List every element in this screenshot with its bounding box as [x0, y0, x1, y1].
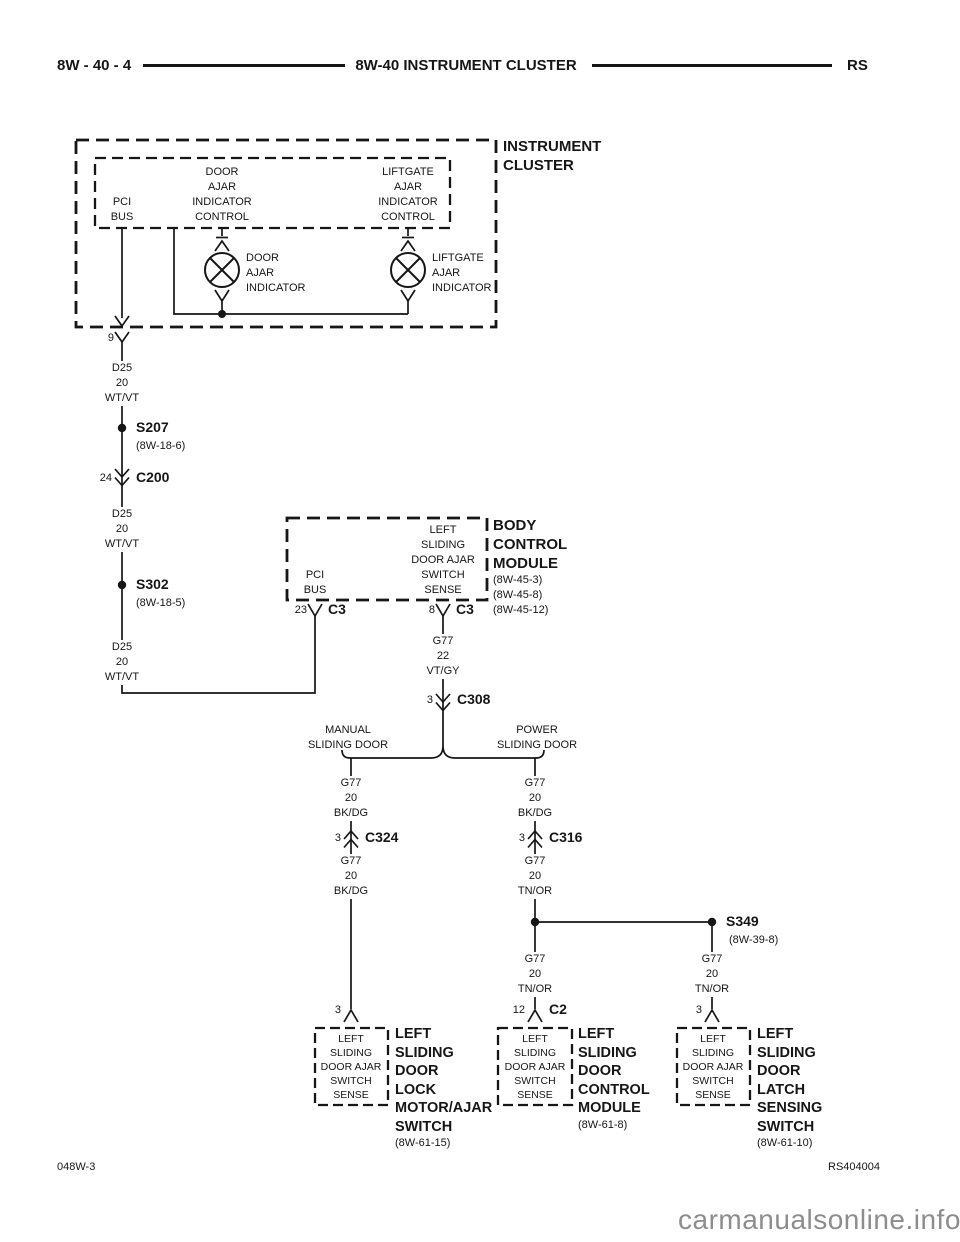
pin-3-c308: 3 [426, 694, 433, 706]
wire-label-g77-manual-upper: G77 20 BK/DG [330, 776, 372, 821]
wire-label-d25-lower: D25 20 WT/VT [101, 640, 143, 685]
door-ajar-indicator-control-label: DOOR AJAR INDICATOR CONTROL [192, 166, 252, 223]
wire-label-g77-power-mid: G77 20 TN/OR [514, 854, 556, 899]
bcm-sense-label: LEFT SLIDING DOOR AJAR SWITCH SENSE [411, 524, 475, 596]
liftgate-ajar-lamp-icon [390, 252, 426, 288]
instrument-cluster-inner-box [93, 156, 452, 230]
c2-pin12-fork-icon [527, 1008, 543, 1023]
c200-inline-connector-icon [114, 468, 130, 487]
connector-c3-pci-label: C3 [328, 601, 346, 617]
lamp-return-junction-dot [218, 310, 226, 318]
latch-sensing-switch-box [675, 1026, 752, 1107]
lock-motor-sense-pin-label: LEFT SLIDING DOOR AJAR SWITCH SENSE [320, 1033, 382, 1101]
latch-sensing-switch-title: LEFT SLIDING DOOR LATCH SENSING SWITCH [757, 1026, 823, 1135]
pin9-fork-icon [114, 331, 130, 344]
splice-s302-dot [117, 580, 127, 590]
latch-switch-sense-pin-label: LEFT SLIDING DOOR AJAR SWITCH SENSE [682, 1033, 744, 1101]
pin-3-latch: 3 [695, 1004, 702, 1016]
pin-12: 12 [512, 1004, 525, 1016]
splice-s349-left-dot [530, 917, 540, 927]
liftgate-ajar-indicator-control-label: LIFTGATE AJAR INDICATOR CONTROL [378, 166, 438, 223]
wire-lamp-return-bus [173, 228, 408, 315]
splice-s207-ref: (8W-18-6) [136, 440, 186, 452]
watermark: carmanualsonline.info [678, 1204, 960, 1235]
wire-label-g77-22: G77 22 VT/GY [423, 634, 463, 679]
door-lamp-top-fork-icon [214, 239, 230, 252]
footer-sheet-number: 048W-3 [57, 1161, 96, 1173]
pin-3-c324: 3 [334, 832, 341, 844]
wire-label-g77-power-upper: G77 20 BK/DG [514, 776, 556, 821]
bcm-pci-bus-label: PCI BUS [303, 569, 327, 596]
pin-9: 9 [107, 332, 114, 344]
liftgate-lamp-top-fork-icon [400, 239, 416, 252]
wire-label-d25-mid: D25 20 WT/VT [101, 507, 143, 552]
manual-sliding-door-label: MANUAL SLIDING DOOR [307, 724, 389, 751]
lamp-symbols [204, 252, 426, 288]
door-ajar-indicator-label: DOOR AJAR INDICATOR [246, 252, 306, 294]
lock-motor-switch-ref: (8W-61-15) [395, 1137, 451, 1149]
c324-inline-connector-icon [343, 829, 359, 849]
wire-label-d25-upper: D25 20 WT/VT [101, 361, 143, 406]
door-module-sense-pin-label: LEFT SLIDING DOOR AJAR SWITCH SENSE [504, 1033, 566, 1101]
c3-pin8-fork-icon [435, 603, 451, 618]
exit-arrowhead-icon [114, 315, 130, 328]
connector-c3-sense-label: C3 [456, 601, 474, 617]
title-line: CLUSTER [503, 157, 574, 174]
instrument-cluster-title: INSTRUMENT CLUSTER [503, 137, 601, 175]
c3-pin23-fork-icon [307, 603, 323, 618]
pin-24: 24 [99, 472, 112, 484]
c316-inline-connector-icon [527, 829, 543, 849]
instrument-cluster-box [74, 138, 498, 329]
splice-s207-dot [117, 423, 127, 433]
cluster-pci-bus-label: PCI BUS [110, 196, 134, 223]
wire-label-g77-power-lower: G77 20 TN/OR [514, 952, 556, 997]
latch-sensing-switch-ref: (8W-61-10) [757, 1137, 813, 1149]
latch-switch-pin-fork-icon [704, 1008, 720, 1023]
connector-c316-label: C316 [549, 829, 583, 845]
header-rule-left [143, 64, 345, 67]
dashed-boxes [74, 138, 752, 1107]
splice-s349-right-dot [707, 917, 717, 927]
header-rule-right [592, 64, 832, 67]
body-control-module-box [285, 516, 489, 602]
bcm-refs: (8W-45-3) (8W-45-8) (8W-45-12) [493, 574, 549, 616]
lock-motor-switch-title: LEFT SLIDING DOOR LOCK MOTOR/AJAR SWITCH [395, 1026, 493, 1135]
connector-c2-label: C2 [549, 1001, 567, 1017]
lock-motor-pin-fork-icon [343, 1008, 359, 1023]
door-lamp-bottom-fork-icon [214, 289, 230, 303]
branch-split-brace-icon [341, 745, 545, 759]
splice-s349-ref: (8W-39-8) [729, 934, 779, 946]
page-title: 8W-40 INSTRUMENT CLUSTER [355, 57, 577, 74]
connector-c200-label: C200 [136, 469, 170, 485]
c308-inline-connector-icon [435, 693, 451, 712]
splice-s207-label: S207 [136, 419, 169, 435]
door-control-module-box [496, 1026, 574, 1107]
splice-s349-label: S349 [726, 913, 759, 929]
door-control-module-ref: (8W-61-8) [578, 1119, 628, 1131]
power-sliding-door-label: POWER SLIDING DOOR [496, 724, 578, 751]
wire-label-g77-latch: G77 20 TN/OR [691, 952, 733, 997]
connector-c308-label: C308 [457, 691, 491, 707]
header-platform: RS [847, 57, 868, 74]
splice-s302-label: S302 [136, 576, 169, 592]
header-page-ref: 8W - 40 - 4 [57, 57, 132, 74]
connector-symbols [114, 236, 720, 1023]
wires [121, 228, 713, 1009]
liftgate-lamp-bottom-fork-icon [400, 289, 416, 303]
wire-label-g77-manual-lower: G77 20 BK/DG [330, 854, 372, 899]
bcm-title: BODY CONTROL MODULE [493, 517, 568, 572]
pin-3-lock-motor: 3 [334, 1004, 341, 1016]
door-control-module-title: LEFT SLIDING DOOR CONTROL MODULE [578, 1026, 650, 1116]
splice-s302-ref: (8W-18-5) [136, 597, 186, 609]
title-line: INSTRUMENT [503, 138, 602, 155]
liftgate-ajar-indicator-label: LIFTGATE AJAR INDICATOR [432, 252, 492, 294]
connector-c324-label: C324 [365, 829, 399, 845]
lock-motor-switch-box [313, 1026, 390, 1107]
pin-3-c316: 3 [518, 832, 525, 844]
pin-8: 8 [428, 604, 435, 616]
pin-23: 23 [294, 604, 307, 616]
door-ajar-lamp-icon [204, 252, 240, 288]
footer-drawing-number: RS404004 [828, 1161, 880, 1173]
splice-dots [117, 310, 717, 927]
